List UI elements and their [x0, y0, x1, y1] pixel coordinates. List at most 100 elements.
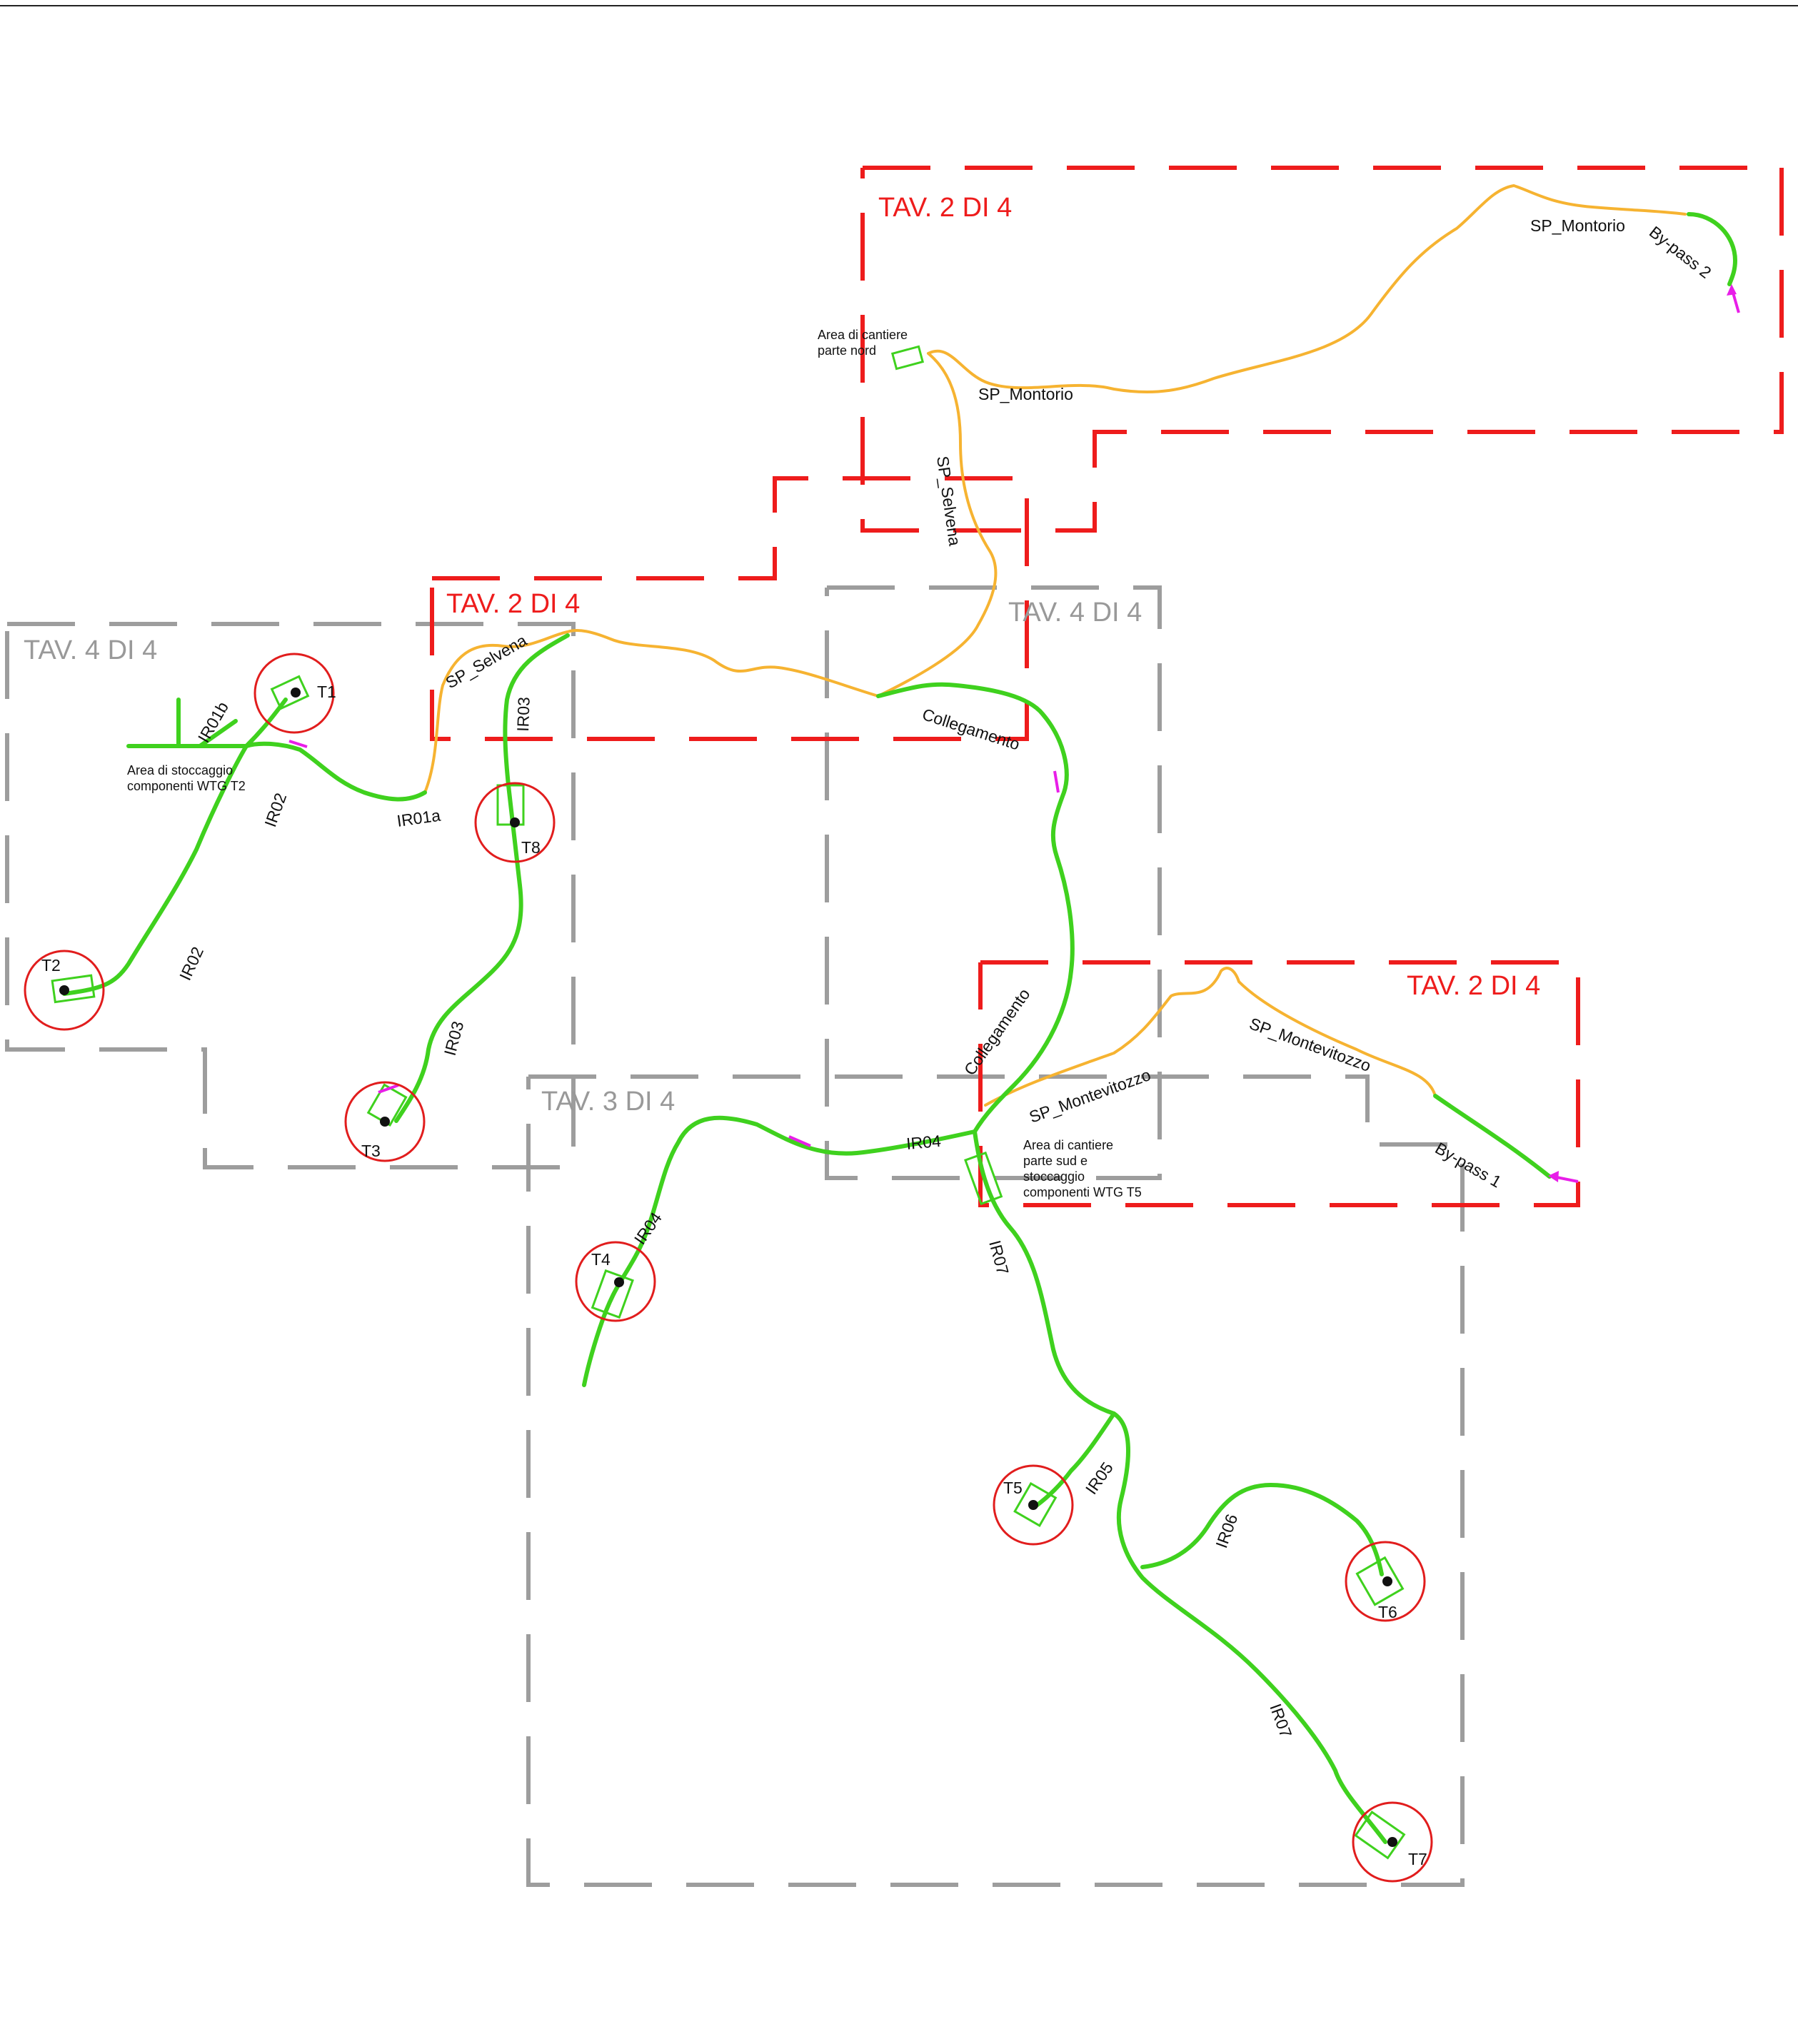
marker-ir03: [378, 1084, 399, 1094]
road-ir05: [1033, 1411, 1116, 1509]
marker-collegamento: [1053, 770, 1060, 793]
magenta-markers: [288, 284, 1740, 1183]
turbine-circle-t6: [1345, 1541, 1426, 1622]
label-collegamento-b: Collegamento: [960, 985, 1034, 1079]
label-t1: T1: [317, 683, 336, 701]
turbine-marker-t1: [291, 688, 301, 698]
label-sp-montorio-top: SP_Montorio: [1530, 216, 1625, 235]
label-bypass-1: By-pass 1: [1432, 1139, 1505, 1192]
label-tav4-west: TAV. 4 DI 4: [24, 635, 157, 665]
label-ir03-a: IR03: [513, 697, 533, 732]
label-stoccaggio-t2-line2: componenti WTG T2: [127, 779, 246, 793]
grey-sheet-borders: [5, 585, 1465, 1887]
turbines: [24, 653, 1433, 1883]
label-cantiere-sud-line2: parte sud e: [1023, 1154, 1088, 1168]
label-ir02-a: IR02: [261, 790, 290, 830]
label-cantiere-sud-line3: stoccaggio: [1023, 1169, 1085, 1184]
pad-t1: [270, 675, 310, 710]
turbine-circle-t7: [1352, 1801, 1433, 1883]
label-tav2-west: TAV. 2 DI 4: [446, 589, 580, 619]
road-collegamento: [876, 682, 1075, 1134]
label-stoccaggio-t2: Area di stoccaggio componenti WTG T2: [127, 763, 246, 793]
border-tav2-east: [978, 960, 1580, 1207]
label-ir04-a: IR04: [905, 1132, 942, 1153]
turbine-marker-t3: [380, 1117, 390, 1127]
label-ir02-b: IR02: [176, 944, 207, 983]
road-ir06: [1140, 1483, 1384, 1576]
label-cantiere-sud-line1: Area di cantiere: [1023, 1138, 1113, 1152]
border-tav3: [526, 1074, 1465, 1887]
label-cantiere-sud-line4: componenti WTG T5: [1023, 1185, 1142, 1199]
label-t6: T6: [1378, 1603, 1397, 1621]
turbine-circle-t2: [24, 950, 105, 1031]
label-ir01b: IR01b: [194, 698, 232, 745]
road-sp-montevitozzo: [984, 967, 1437, 1107]
pad-t5: [1013, 1481, 1058, 1527]
road-ir01b: [244, 698, 288, 748]
turbine-marker-t2: [59, 985, 69, 995]
label-tav2-north: TAV. 2 DI 4: [878, 193, 1012, 223]
sheet-labels: TAV. 2 DI 4 TAV. 2 DI 4 TAV. 2 DI 4 TAV.…: [24, 193, 1540, 1117]
pad-cantiere-nord: [890, 345, 925, 371]
pad-t2: [51, 974, 96, 1004]
label-ir05: IR05: [1082, 1459, 1117, 1498]
red-sheet-borders: [430, 166, 1784, 1207]
turbine-circle-t4: [575, 1241, 656, 1322]
label-stoccaggio-t2-line1: Area di stoccaggio: [127, 763, 233, 777]
label-cantiere-sud: Area di cantiere parte sud e stoccaggio …: [1023, 1138, 1142, 1199]
label-cantiere-nord: Area di cantiere parte nord: [818, 328, 911, 358]
pad-t3: [366, 1083, 408, 1127]
marker-ir01: [288, 740, 308, 748]
marker-ir04: [788, 1135, 811, 1147]
label-tav2-east: TAV. 2 DI 4: [1407, 971, 1540, 1001]
arrowhead-bypass-1: [1548, 1171, 1559, 1182]
area-labels: Area di cantiere parte nord Area di stoc…: [127, 328, 1142, 1199]
label-t7: T7: [1408, 1850, 1427, 1868]
turbine-circle-t8: [474, 782, 556, 863]
new-roads: [51, 212, 1737, 1860]
turbine-marker-t4: [614, 1277, 624, 1287]
label-ir01a: IR01a: [396, 806, 442, 830]
border-tav2-west: [430, 476, 1029, 741]
label-tav4-center: TAV. 4 DI 4: [1008, 598, 1142, 628]
turbine-circle-t5: [993, 1464, 1074, 1546]
label-tav3: TAV. 3 DI 4: [541, 1087, 675, 1117]
border-tav4-center: [825, 585, 1162, 1180]
label-t8: T8: [521, 838, 541, 857]
road-ir01a: [244, 741, 427, 802]
existing-roads: [423, 184, 1687, 1107]
label-t2: T2: [41, 956, 61, 975]
arrowhead-bypass-2: [1727, 284, 1737, 296]
turbine-circle-t1: [253, 653, 335, 734]
label-ir07-a: IR07: [985, 1239, 1013, 1277]
pad-t6: [1355, 1556, 1405, 1606]
pad-cantiere-sud: [964, 1151, 1003, 1206]
border-tav2-north: [860, 166, 1784, 533]
label-bypass-2: By-pass 2: [1646, 222, 1715, 281]
pad-t7: [1354, 1811, 1406, 1860]
road-bypass-1: [1433, 1094, 1552, 1179]
area-stoccaggio-t2: [126, 698, 248, 748]
road-bypass-2: [1687, 212, 1737, 286]
label-sp-montevitozzo-a: SP_Montevitozzo: [1027, 1065, 1153, 1127]
turbine-labels: T1 T8 T2 T3 T4 T5 T6 T7: [41, 683, 1427, 1868]
road-sp-selvena-north: [877, 352, 998, 698]
turbine-marker-t6: [1382, 1576, 1392, 1586]
label-sp-montevitozzo-b: SP_Montevitozzo: [1247, 1014, 1373, 1075]
label-collegamento-a: Collegamento: [920, 705, 1022, 754]
label-ir03-b: IR03: [441, 1020, 468, 1058]
turbine-marker-t7: [1387, 1837, 1397, 1847]
road-sp-selvena-west: [423, 629, 880, 794]
road-ir07: [973, 1129, 1387, 1844]
road-sp-montorio: [927, 184, 1687, 393]
label-cantiere-nord-line1: Area di cantiere: [818, 328, 908, 342]
turbine-marker-t5: [1028, 1500, 1038, 1510]
turbine-circle-t3: [344, 1081, 426, 1162]
road-ir04: [582, 1115, 977, 1387]
label-t3: T3: [361, 1142, 381, 1160]
road-ir03: [394, 633, 570, 1123]
label-cantiere-nord-line2: parte nord: [818, 343, 876, 358]
label-t5: T5: [1003, 1479, 1023, 1497]
